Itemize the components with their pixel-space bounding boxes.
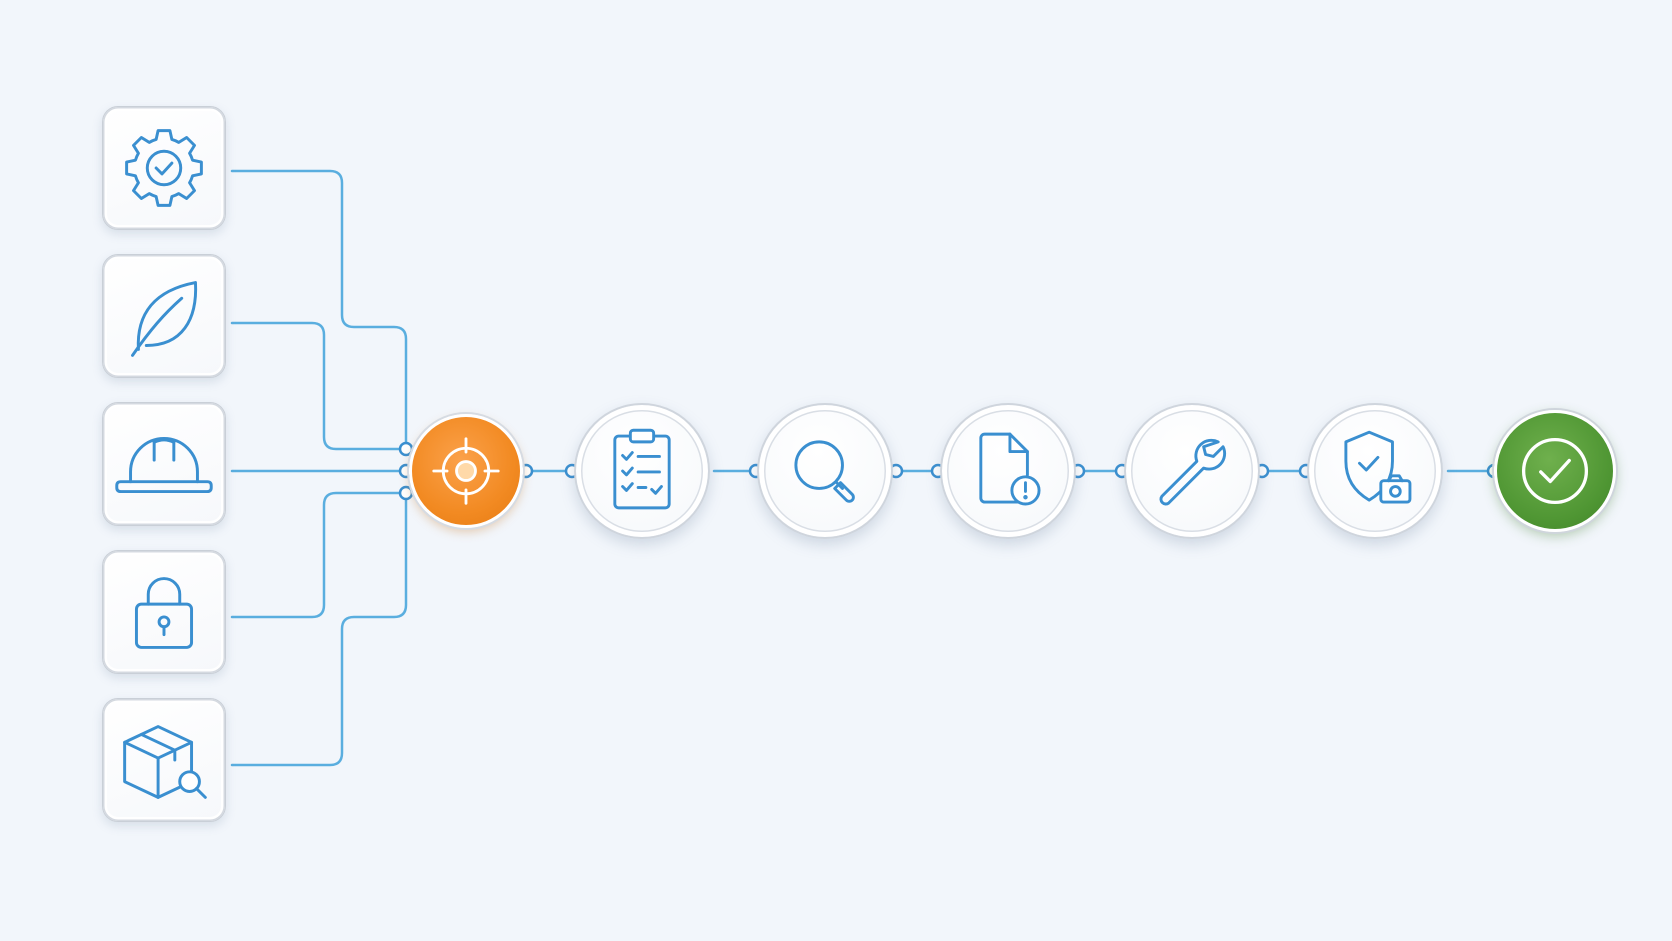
step-inspect[interactable] — [757, 403, 893, 539]
input-tile-security[interactable] — [102, 550, 226, 674]
step-verify[interactable] — [1307, 403, 1443, 539]
input-tile-settings[interactable] — [102, 106, 226, 230]
input-tile-environment[interactable] — [102, 254, 226, 378]
connector-input-4 — [230, 491, 402, 619]
step-target[interactable] — [409, 414, 523, 528]
gear-check-icon — [103, 107, 225, 229]
shield-camera-icon — [1309, 405, 1441, 537]
check-circle-icon — [1497, 413, 1613, 529]
connector-input-5 — [230, 495, 408, 767]
input-tile-safety[interactable] — [102, 402, 226, 526]
step-complete[interactable] — [1494, 410, 1616, 532]
clipboard-checklist-icon — [576, 405, 708, 537]
target-icon — [412, 417, 520, 525]
hard-hat-icon — [103, 403, 225, 525]
box-search-icon — [103, 699, 225, 821]
document-alert-icon — [942, 405, 1074, 537]
magnifier-icon — [759, 405, 891, 537]
input-tile-inventory[interactable] — [102, 698, 226, 822]
leaf-icon — [103, 255, 225, 377]
connector-input-2 — [230, 321, 402, 451]
wrench-icon — [1126, 405, 1258, 537]
step-repair[interactable] — [1124, 403, 1260, 539]
connector-dot — [398, 441, 414, 457]
step-checklist[interactable] — [574, 403, 710, 539]
connector-dot — [398, 485, 414, 501]
padlock-icon — [103, 551, 225, 673]
connector-input-1 — [230, 169, 408, 449]
step-report-issue[interactable] — [940, 403, 1076, 539]
